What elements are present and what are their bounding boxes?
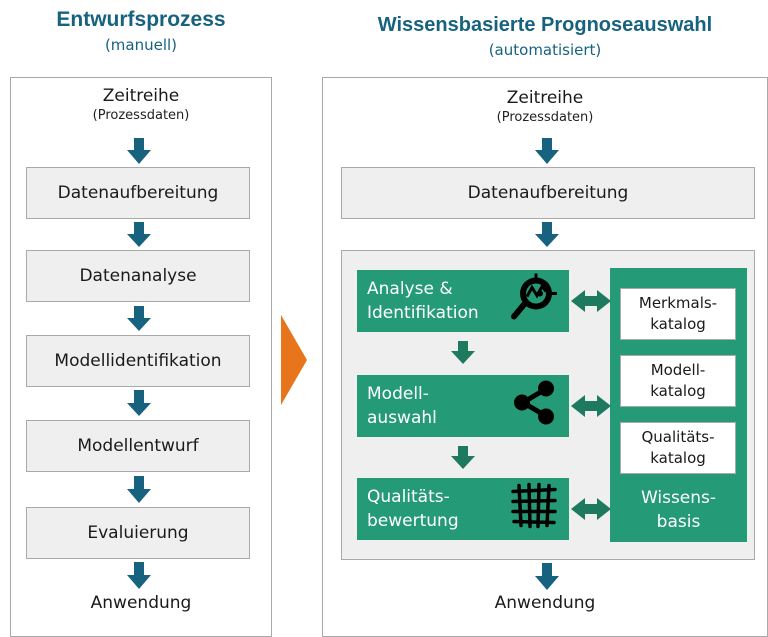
flow-arrows [127, 138, 611, 590]
catalog-modell-line2: katalog [650, 382, 706, 400]
right-title: Wissensbasierte Prognoseauswahl [377, 14, 713, 36]
catalog-qualitaet: Qualitäts- katalog [620, 422, 736, 474]
arrow-down-icon [127, 306, 151, 331]
catalog-modell: Modell- katalog [620, 355, 736, 407]
left-input-note: (Prozessdaten) [92, 108, 190, 123]
double-arrow-icon [571, 290, 611, 312]
arrow-down-icon [127, 390, 151, 416]
left-step-datenaufbereitung: Datenaufbereitung [26, 167, 250, 219]
step-qualitaet-line1: Qualitäts- [367, 487, 450, 507]
right-output-label: Anwendung [494, 593, 596, 613]
knowledge-base-label: Wissens- basis [610, 486, 747, 534]
knowledge-base-label-line1: Wissens- [640, 488, 717, 508]
step-analyse-line1: Analyse & [367, 279, 453, 299]
step-modellauswahl-line2: auswahl [367, 408, 437, 428]
left-input-label: Zeitreihe [102, 86, 180, 106]
left-title: Entwurfsprozess [56, 8, 226, 31]
process-chevron-icon [281, 315, 307, 405]
step-modellauswahl: Modell- auswahl [357, 375, 569, 437]
arrow-down-icon [451, 446, 475, 469]
right-input-label: Zeitreihe [506, 88, 584, 108]
left-step-datenanalyse: Datenanalyse [26, 250, 250, 302]
arrow-down-icon [535, 563, 559, 590]
arrow-down-icon [127, 222, 151, 247]
arrow-down-icon [127, 476, 151, 503]
catalog-modell-line1: Modell- [650, 361, 706, 379]
catalog-qualitaet-line2: katalog [650, 449, 706, 467]
catalog-merkmal: Merkmals- katalog [620, 288, 736, 340]
arrow-down-icon [127, 138, 151, 164]
arrow-down-icon [535, 138, 559, 164]
step-modellauswahl-line1: Modell- [367, 384, 429, 404]
left-step-modellidentifikation: Modellidentifikation [26, 335, 250, 387]
step-qualitaetsbewertung: Qualitäts- bewertung [357, 478, 569, 540]
arrow-down-icon [535, 222, 559, 247]
catalog-merkmal-line2: katalog [650, 315, 706, 333]
arrow-down-icon [451, 341, 475, 364]
magnifier-chart-icon [509, 273, 559, 330]
left-step-evaluierung: Evaluierung [26, 507, 250, 559]
knowledge-base-label-line2: basis [656, 512, 701, 532]
left-output-label: Anwendung [90, 593, 192, 613]
left-step-modellentwurf: Modellentwurf [26, 420, 250, 472]
double-arrow-icon [571, 395, 611, 417]
grid-net-icon [509, 481, 559, 538]
left-subtitle: (manuell) [104, 36, 178, 54]
step-analyse-identifikation: Analyse & Identifikation [357, 270, 569, 332]
right-subtitle: (automatisiert) [488, 41, 602, 59]
share-nodes-icon [509, 378, 559, 435]
right-input-note: (Prozessdaten) [496, 110, 594, 125]
arrow-down-icon [127, 562, 151, 589]
step-analyse-line2: Identifikation [367, 303, 479, 323]
double-arrow-icon [571, 498, 611, 520]
catalog-qualitaet-line1: Qualitäts- [641, 428, 715, 446]
right-step-datenaufbereitung: Datenaufbereitung [341, 167, 755, 219]
catalog-merkmal-line1: Merkmals- [638, 294, 718, 312]
step-qualitaet-line2: bewertung [367, 511, 459, 531]
